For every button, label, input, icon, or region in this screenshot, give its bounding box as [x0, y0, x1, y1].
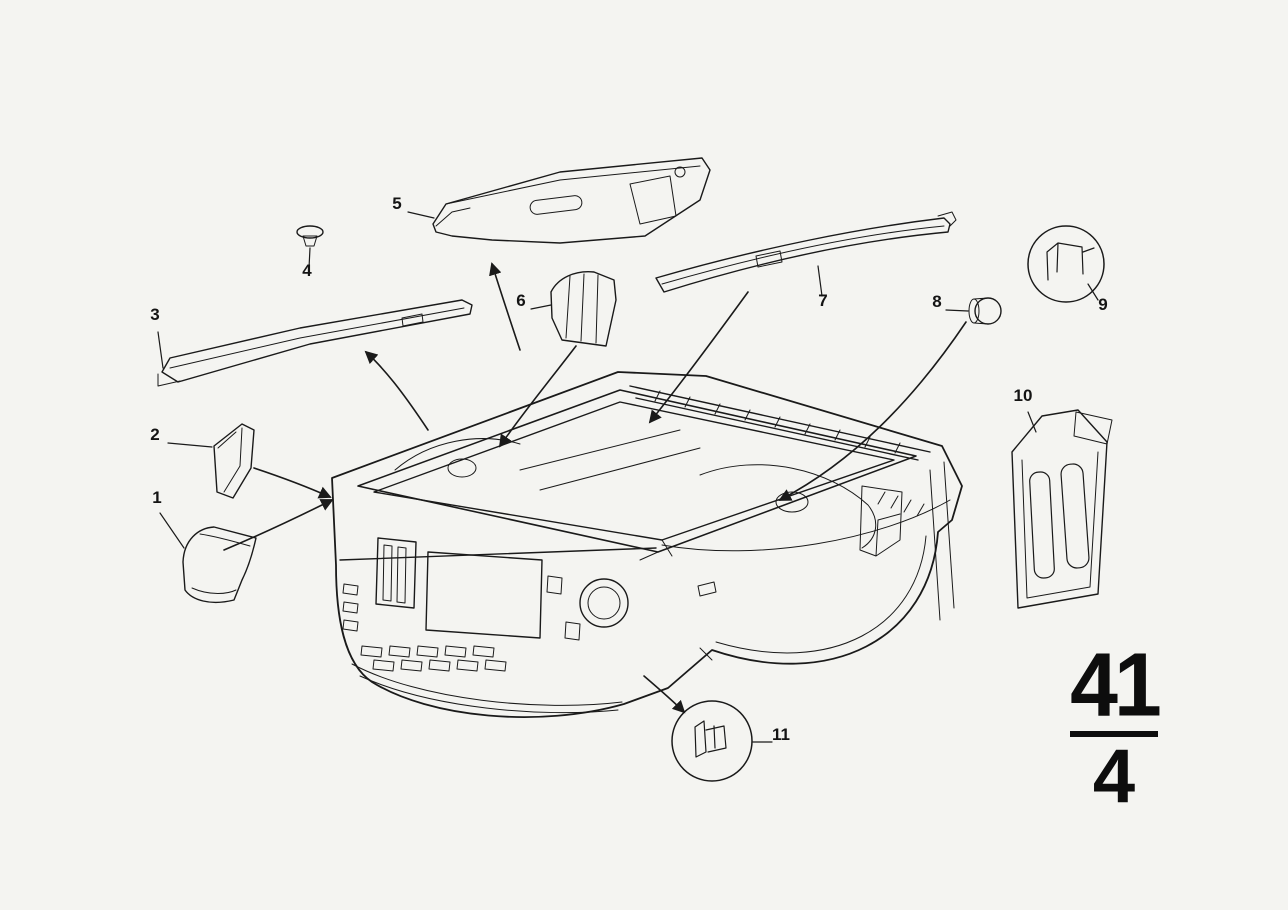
page-number-numerator: 41: [1070, 634, 1162, 736]
part-label-9[interactable]: 9: [1098, 295, 1108, 314]
part-label-6[interactable]: 6: [516, 291, 526, 310]
part-9-detail-circle: [1027, 225, 1105, 303]
part-1-drawing: [182, 526, 257, 604]
part-11-detail-circle: [671, 700, 753, 782]
page-number-denominator: 4: [1092, 734, 1136, 820]
part-label-11[interactable]: 11: [772, 725, 790, 744]
part-label-7[interactable]: 7: [818, 291, 828, 310]
part-label-5[interactable]: 5: [392, 194, 402, 213]
part-7-drawing: [655, 211, 957, 293]
leader-lines: [157, 211, 1099, 743]
part-label-10[interactable]: 10: [1013, 386, 1033, 405]
page-number: 41 4: [1064, 634, 1164, 820]
part-6-drawing: [550, 271, 617, 347]
part-label-4[interactable]: 4: [302, 261, 312, 280]
front-body-section-drawing: [331, 371, 963, 718]
part-2-drawing: [213, 423, 255, 499]
page-number-fraction-bar: [1070, 731, 1158, 738]
part-8-drawing: [968, 297, 1002, 325]
part-4-drawing: [296, 225, 324, 247]
part-label-1[interactable]: 1: [152, 488, 162, 507]
part-10-drawing: [1011, 409, 1113, 609]
callout-arrows: [223, 262, 967, 714]
part-label-8[interactable]: 8: [932, 292, 942, 311]
part-label-2[interactable]: 2: [150, 425, 160, 444]
part-label-3[interactable]: 3: [150, 305, 160, 324]
part-5-drawing: [432, 157, 711, 244]
part-3-drawing: [157, 299, 473, 387]
